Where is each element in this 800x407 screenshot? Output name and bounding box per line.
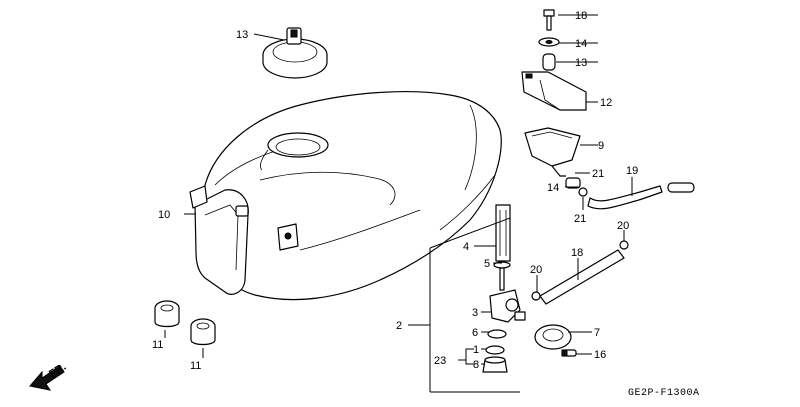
callout-12: 12 [600,97,612,109]
filler-cap [262,27,328,79]
fuel-strainer-4 [495,204,511,262]
bolt-22 [543,9,555,31]
clip-20-lower [531,291,541,301]
callout-21-upper: 21 [592,168,604,180]
clip-20-upper [619,240,629,250]
callout-22: 18 [575,10,587,22]
callout-19: 19 [626,165,638,177]
callout-labels: 13 18 14 13 12 9 10 21 14 21 19 20 18 20… [152,10,638,372]
callout-2: 2 [396,320,402,332]
callout-5: 5 [484,258,490,270]
diagram-code: GE2P-F1300A [628,388,700,399]
breather-hose-19 [587,182,695,210]
callout-15: 13 [575,57,587,69]
clip-21 [578,187,588,197]
callout-23: 23 [434,355,446,367]
fuel-cock-3 [489,267,526,323]
callout-21-lower: 21 [574,213,586,225]
leader-lines [164,14,633,365]
callout-14: 14 [547,182,559,194]
callout-11-left: 11 [152,339,163,351]
grommet-11-left [154,300,180,328]
gasket-6 [487,329,507,339]
callout-8: 8 [473,359,479,371]
tube-14 [565,177,581,189]
filter-cup-8 [482,356,508,373]
callout-3: 3 [472,307,478,319]
collar-15 [542,53,556,71]
callout-18: 18 [571,247,583,259]
callout-4: 4 [463,241,469,253]
grommet-11-right [190,318,216,346]
screw-17 [561,349,577,357]
fuel-hose-18 [539,249,625,305]
front-direction-arrow-icon: FR. [29,361,69,391]
callout-20-upper: 20 [617,220,629,232]
cap-7 [534,324,572,350]
washer-16 [538,37,560,47]
callout-9: 9 [598,140,604,152]
callout-11-right: 11 [190,360,201,372]
callout-7: 7 [594,327,600,339]
rubber-mount-12 [521,71,587,111]
drain-tray-9 [524,127,581,177]
callout-17: 16 [594,349,606,361]
callout-1: 1 [473,344,479,356]
callout-16: 14 [575,38,587,50]
callout-6: 6 [472,327,478,339]
o-ring-1 [485,345,505,355]
callout-13: 13 [236,29,248,41]
callout-20-lower: 20 [530,264,542,276]
fuel-tank [189,91,502,301]
callout-10: 10 [158,209,170,221]
